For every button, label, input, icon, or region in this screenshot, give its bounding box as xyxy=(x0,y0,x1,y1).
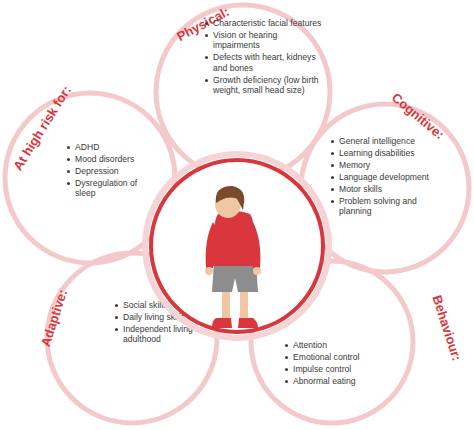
bullet-item: Mood disorders xyxy=(66,154,158,164)
category-heading: Behaviour: xyxy=(430,294,463,363)
bullet-item: Emotional control xyxy=(284,352,394,362)
bullet-item: Growth deficiency (low birth weight, sma… xyxy=(204,75,324,96)
bullet-item: Impulse control xyxy=(284,364,394,374)
bullet-item: ADHD xyxy=(66,142,158,152)
bullet-list: AttentionEmotional controlImpulse contro… xyxy=(284,340,394,388)
category-circle: Cognitive:General intelligenceLearning d… xyxy=(298,101,472,275)
bullet-item: Attention xyxy=(284,340,394,350)
bullet-list: General intelligenceLearning disabilitie… xyxy=(330,136,444,218)
circle-outline xyxy=(248,258,416,426)
bullet-item: Characteristic facial features xyxy=(204,18,324,28)
circle-ring xyxy=(47,253,217,423)
circle-outline xyxy=(298,101,472,275)
bullet-item: Vision or hearing impairments xyxy=(204,30,324,51)
bullet-item: Learning disabilities xyxy=(330,148,444,158)
bullet-item: Social skills xyxy=(114,300,214,310)
bullet-item: Defects with heart, kidneys and bones xyxy=(204,52,324,73)
bullet-item: Problem solving and planning xyxy=(330,196,444,217)
bullet-item: Abnormal eating xyxy=(284,376,394,386)
category-heading: Cognitive: xyxy=(389,91,446,142)
circle-ring xyxy=(156,5,330,179)
bullet-list: Characteristic facial featuresVision or … xyxy=(204,18,324,97)
bullet-item: Dysregulation of sleep xyxy=(66,178,158,199)
bullet-item: Memory xyxy=(330,160,444,170)
bullet-list: ADHD Mood disordersDepressionDysregulatio… xyxy=(66,142,158,200)
bullet-item: Language development xyxy=(330,172,444,182)
category-heading: Adaptive: xyxy=(39,288,70,348)
circle-ring xyxy=(5,93,175,263)
bullet-list: Social skillsDaily living skillsIndepend… xyxy=(114,300,214,346)
category-circle: At high risk for:ADHDMood disordersDepre… xyxy=(2,90,178,266)
bullet-item: General intelligence xyxy=(330,136,444,146)
category-circle: Behaviour:AttentionEmotional controlImpu… xyxy=(248,258,416,426)
bullet-item: Daily living skills xyxy=(114,312,214,322)
bullet-item: Independent living in adulthood xyxy=(114,324,214,345)
circle-ring xyxy=(251,261,413,423)
category-circle: Adaptive:Social skillsDaily living skill… xyxy=(44,250,220,426)
bullet-item: Motor skills xyxy=(330,184,444,194)
bullet-item: Depression xyxy=(66,166,158,176)
